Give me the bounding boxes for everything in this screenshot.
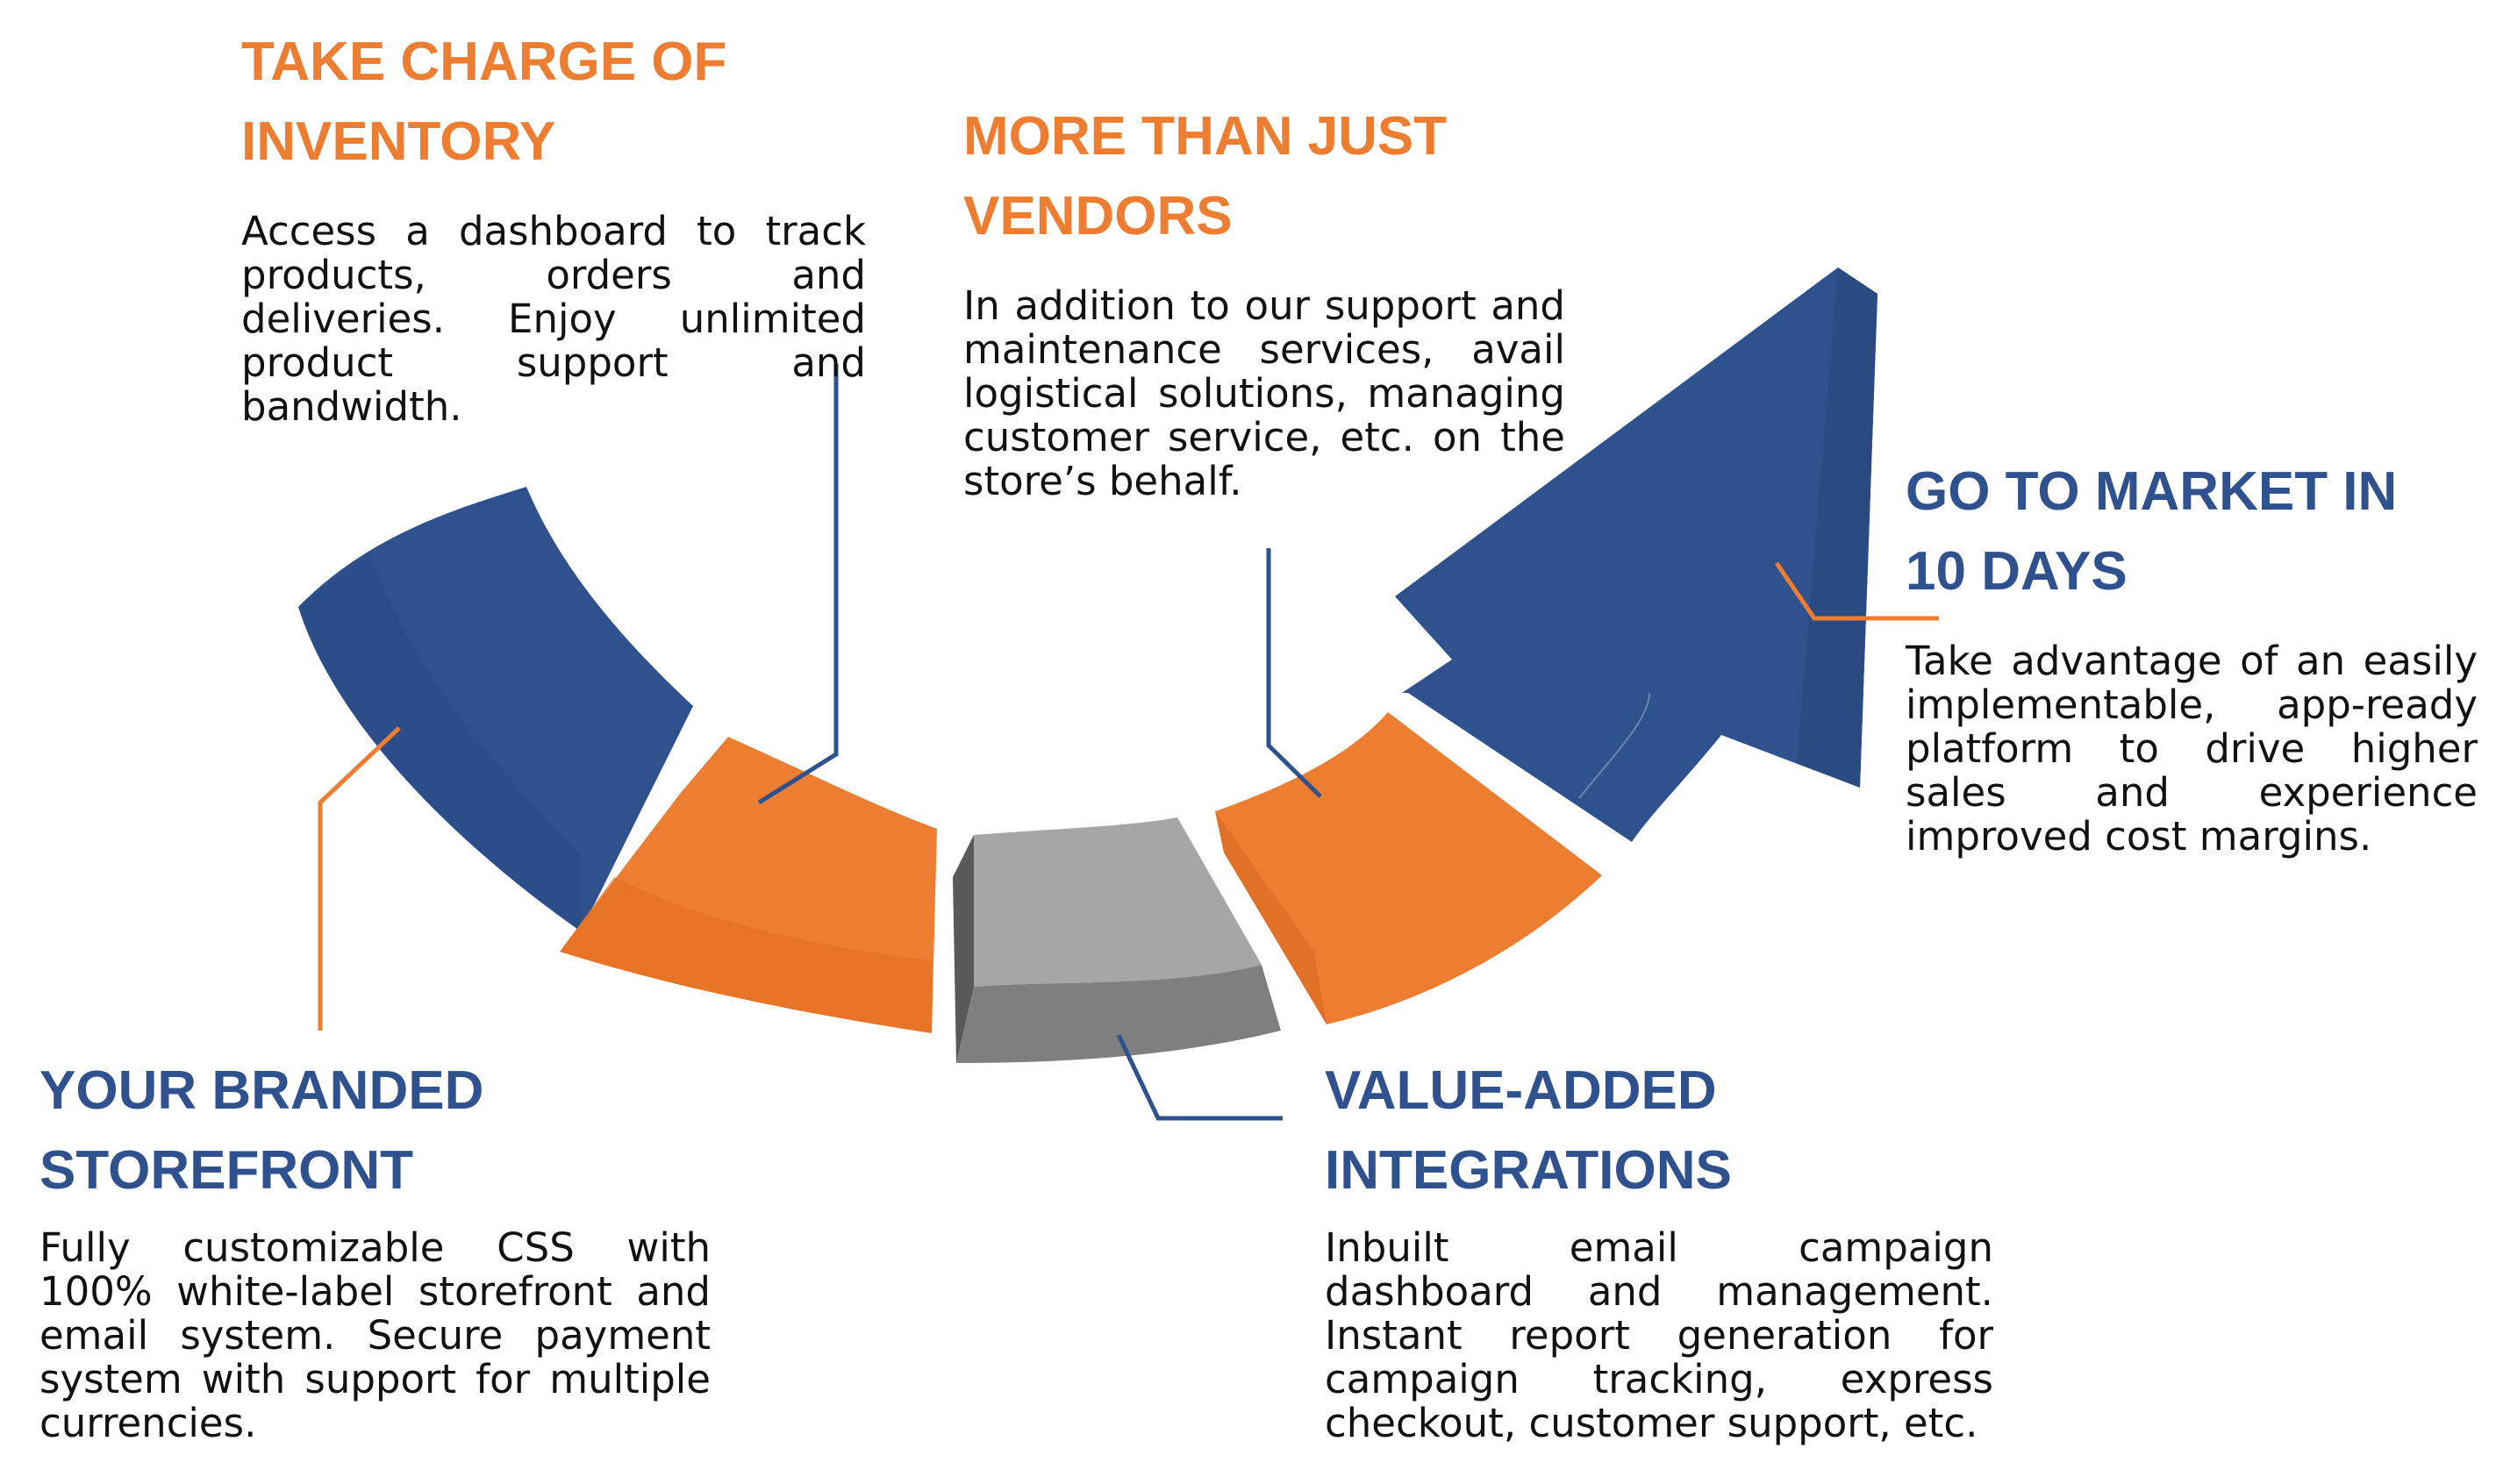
step-title-line: VALUE-ADDED [1325, 1060, 1717, 1121]
segment-integrations [953, 817, 1281, 1063]
step-description-integrations: Inbuilt email campaign dashboard and man… [1325, 1224, 1993, 1446]
step-storefront: YOUR BRANDED STOREFRONT Fully customizab… [39, 1051, 711, 1445]
step-title-integrations: VALUE-ADDED INTEGRATIONS [1325, 1051, 1993, 1210]
step-description-inventory: Access a dashboard to track products, or… [241, 208, 866, 430]
leader-lines [318, 364, 1939, 1121]
step-title-line: MORE THAN JUST [963, 106, 1448, 167]
leader-line-inventory [757, 364, 839, 805]
step-title-line: YOUR BRANDED [39, 1060, 484, 1121]
leader-line-storefront [318, 726, 401, 1031]
step-vendors: MORE THAN JUST VENDORS In addition to ou… [963, 96, 1565, 503]
step-title-line: INTEGRATIONS [1325, 1140, 1732, 1201]
step-title-line: INVENTORY [241, 111, 556, 172]
segment-storefront [298, 487, 693, 931]
step-title-line: GO TO MARKET IN [1906, 461, 2398, 522]
segment-market-arrow [1395, 268, 1877, 842]
step-description-vendors: In addition to our support and maintenan… [963, 282, 1565, 504]
step-title-line: TAKE CHARGE OF [241, 32, 727, 92]
leader-line-vendors [1266, 548, 1322, 798]
step-description-market: Take advantage of an easily implementabl… [1906, 638, 2478, 860]
step-title-storefront: YOUR BRANDED STOREFRONT [39, 1051, 711, 1210]
step-title-line: STOREFRONT [39, 1140, 413, 1201]
step-description-storefront: Fully customizable CSS with 100% white-l… [39, 1224, 711, 1446]
step-title-inventory: TAKE CHARGE OF INVENTORY [241, 22, 866, 182]
step-title-line: 10 DAYS [1906, 541, 2128, 602]
step-market: GO TO MARKET IN 10 DAYS Take advantage o… [1906, 452, 2478, 859]
segment-inventory [560, 737, 937, 1033]
leader-line-market [1774, 561, 1939, 621]
step-title-line: VENDORS [963, 186, 1233, 246]
leader-line-integrations [1116, 1033, 1283, 1121]
step-title-vendors: MORE THAN JUST VENDORS [963, 96, 1565, 256]
step-inventory: TAKE CHARGE OF INVENTORY Access a dashbo… [241, 22, 866, 429]
step-integrations: VALUE-ADDED INTEGRATIONS Inbuilt email c… [1325, 1051, 1993, 1445]
step-title-market: GO TO MARKET IN 10 DAYS [1906, 452, 2478, 611]
